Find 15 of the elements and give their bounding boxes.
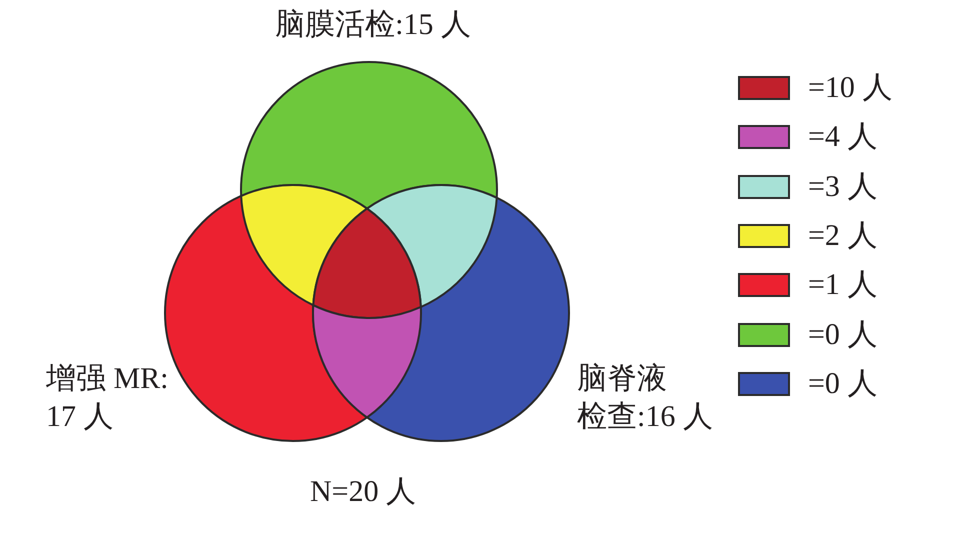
overlap-region: [366, 184, 498, 308]
overlap-region: [312, 208, 422, 319]
overlap-region: [312, 304, 422, 418]
legend-label: =4 人: [808, 119, 878, 156]
circle-label: 脑膜活检:15 人: [275, 7, 471, 43]
legend-label: =3 人: [808, 168, 878, 205]
circle-label: 脑脊液检查:16 人: [577, 361, 713, 435]
count-label: N=20 人: [310, 474, 416, 510]
legend-label: =1 人: [808, 267, 878, 304]
legend-label: =0 人: [808, 316, 878, 352]
legend-label: =2 人: [808, 218, 878, 254]
circle-label: 增强 MR:17 人: [46, 361, 169, 435]
legend-label: =0 人: [808, 366, 878, 402]
legend-label: =10 人: [808, 70, 892, 106]
overlap-region: [240, 184, 368, 306]
